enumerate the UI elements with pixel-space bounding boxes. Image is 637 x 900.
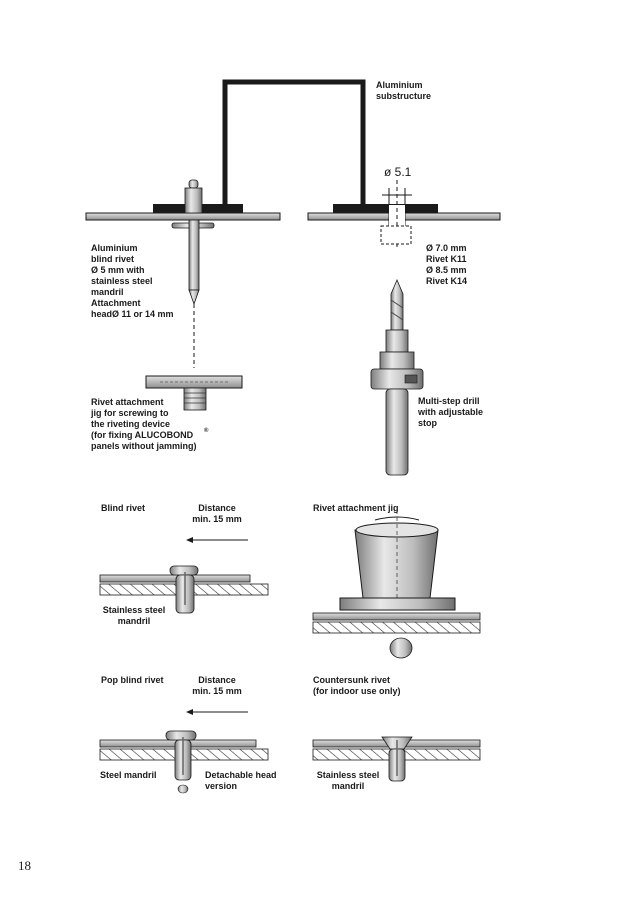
pop-rivet-detachable: Detachable head version — [205, 770, 277, 791]
drill-sizes-label: Ø 7.0 mm Rivet K11 Ø 8.5 mm Rivet K14 — [426, 243, 468, 286]
countersunk-title: Countersunk rivet (for indoor use only) — [313, 675, 401, 696]
detail-pop-rivet — [99, 709, 269, 794]
pop-rivet-title: Pop blind rivet — [101, 675, 164, 685]
detail-blind-rivet — [99, 537, 269, 614]
blind-rivet-title: Blind rivet — [101, 503, 146, 513]
registered-mark: ® — [204, 428, 209, 434]
attachment-jig-illustration — [145, 375, 243, 411]
detail-attachment-jig — [312, 510, 481, 659]
pop-rivet-distance: Distance min. 15 mm — [192, 675, 242, 696]
blind-rivet-distance: Distance min. 15 mm — [192, 503, 242, 524]
substructure-label: Aluminium substructure — [376, 80, 432, 101]
countersunk-mandril: Stainless steel mandril — [316, 770, 380, 791]
blind-rivet-illustration — [171, 179, 215, 368]
jig-label: Rivet attachment jig for screwing to the… — [91, 397, 197, 451]
hole-diameter-label: ø 5.1 — [384, 165, 412, 179]
panel-left — [85, 212, 281, 221]
detail-countersunk-rivet — [312, 736, 481, 782]
jig-detail-title: Rivet attachment jig — [313, 503, 399, 513]
hole-dimension-marker — [380, 180, 412, 250]
blind-rivet-mandril: Stainless steel mandril — [102, 605, 166, 626]
pop-rivet-mandril: Steel mandril — [100, 770, 157, 780]
blind-rivet-label: Aluminium blind rivet Ø 5 mm with stainl… — [91, 243, 174, 319]
drill-label: Multi-step drill with adjustable stop — [418, 396, 484, 428]
multi-step-drill-illustration — [370, 278, 424, 476]
page-number: 18 — [18, 858, 31, 873]
